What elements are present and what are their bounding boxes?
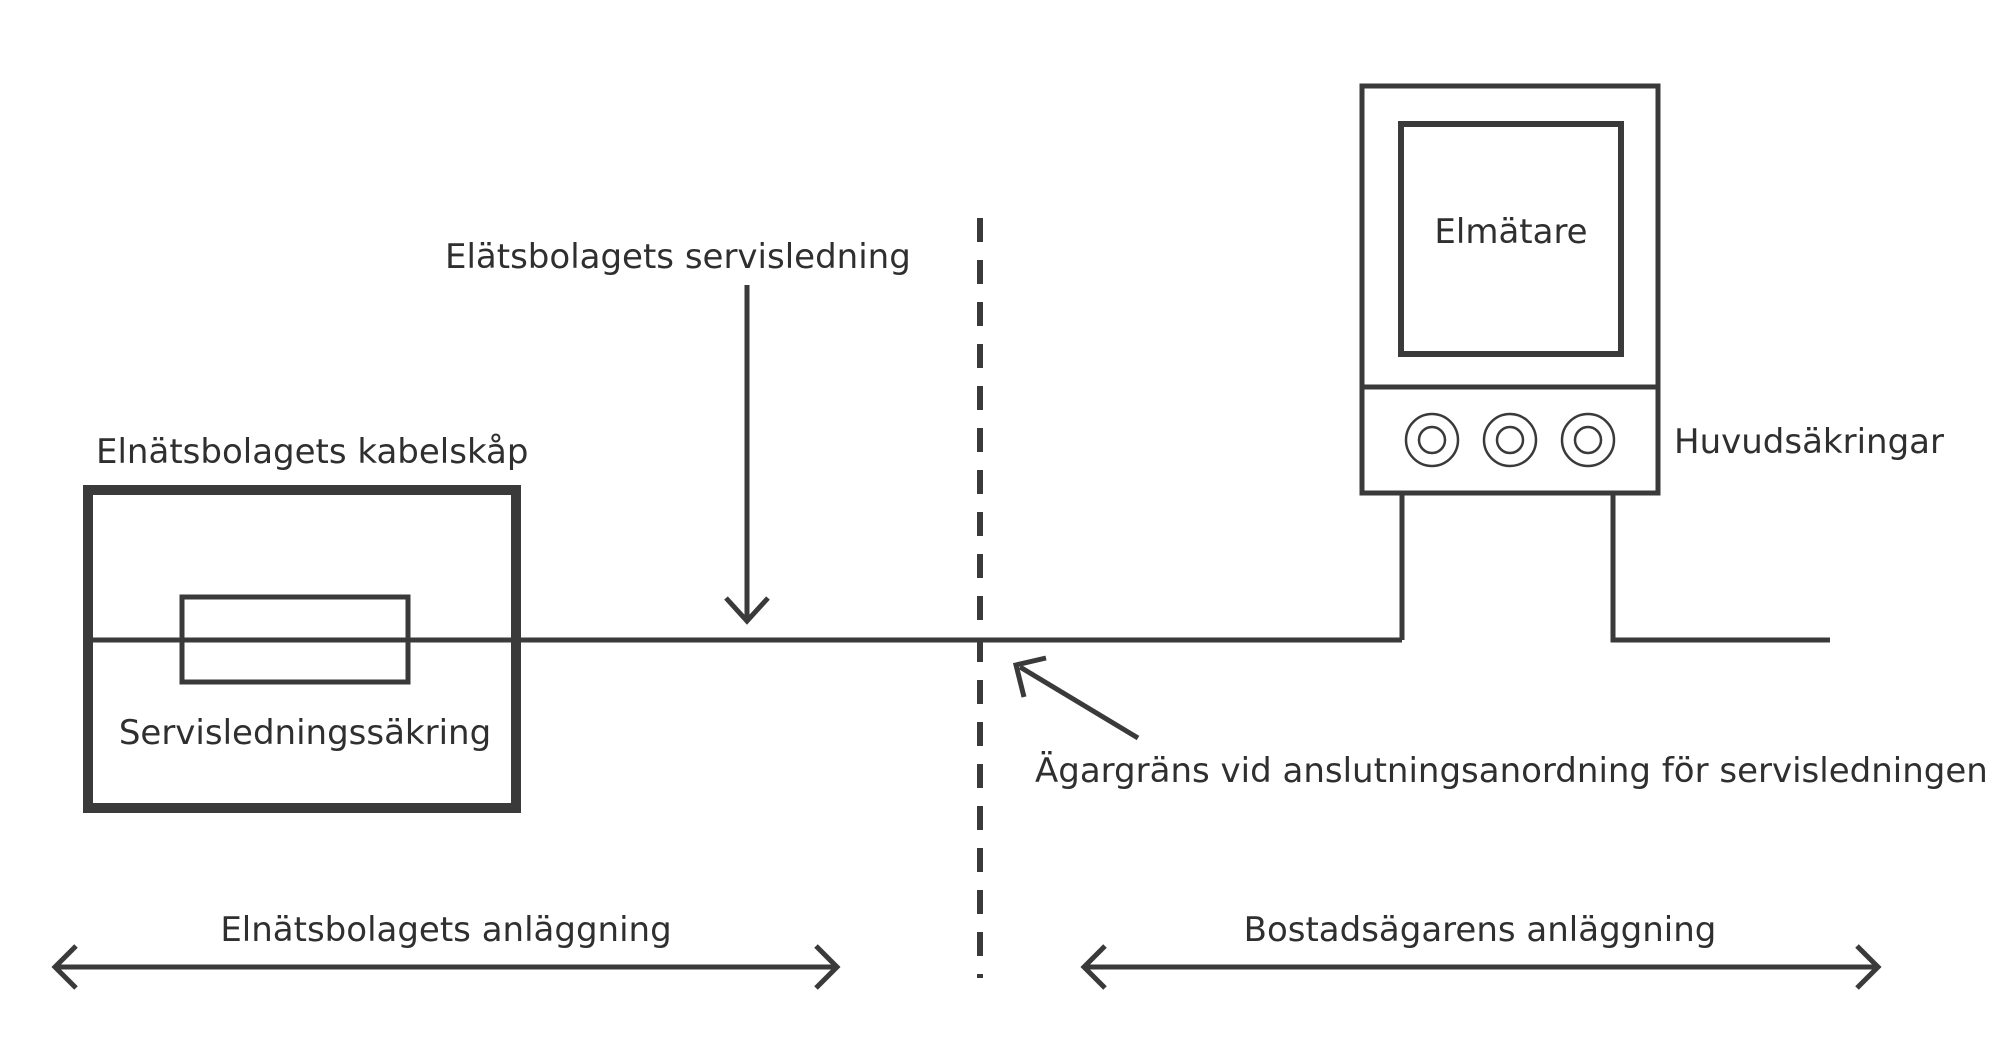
main-fuse-icon [1560,412,1616,468]
service-line-arrow [724,285,770,625]
grid-installation-span-arrow [51,944,841,990]
main-fuses-label: Huvudsäkringar [1674,422,1944,462]
main-fuse-icon [1404,412,1460,468]
grid-installation-label: Elnätsbolagets anläggning [220,910,671,950]
main-fuse-icon [1482,412,1538,468]
ownership-boundary-arrow [1012,655,1140,741]
service-line-label: Elätsbolagets servisledning [445,237,911,277]
meter-label: Elmätare [1434,212,1587,252]
service-fuse-label: Servisledningssäkring [119,713,491,753]
owner-installation-span-arrow [1080,944,1882,990]
cable-cabinet-box [83,485,521,813]
ownership-boundary-label: Ägargräns vid anslutningsanordning för s… [1035,751,1988,791]
cable-cabinet-label: Elnätsbolagets kabelskåp [96,432,528,472]
meter-display-box [1398,121,1624,357]
cable-cabinet: Elnätsbolagets kabelskåp Servisledningss… [83,432,528,813]
meter-cabinet: Elmätare [1359,83,1661,496]
outgoing-line [1610,495,1830,643]
owner-installation-label: Bostadsägarens anläggning [1244,910,1717,950]
meter-cabinet-box [1359,83,1661,496]
